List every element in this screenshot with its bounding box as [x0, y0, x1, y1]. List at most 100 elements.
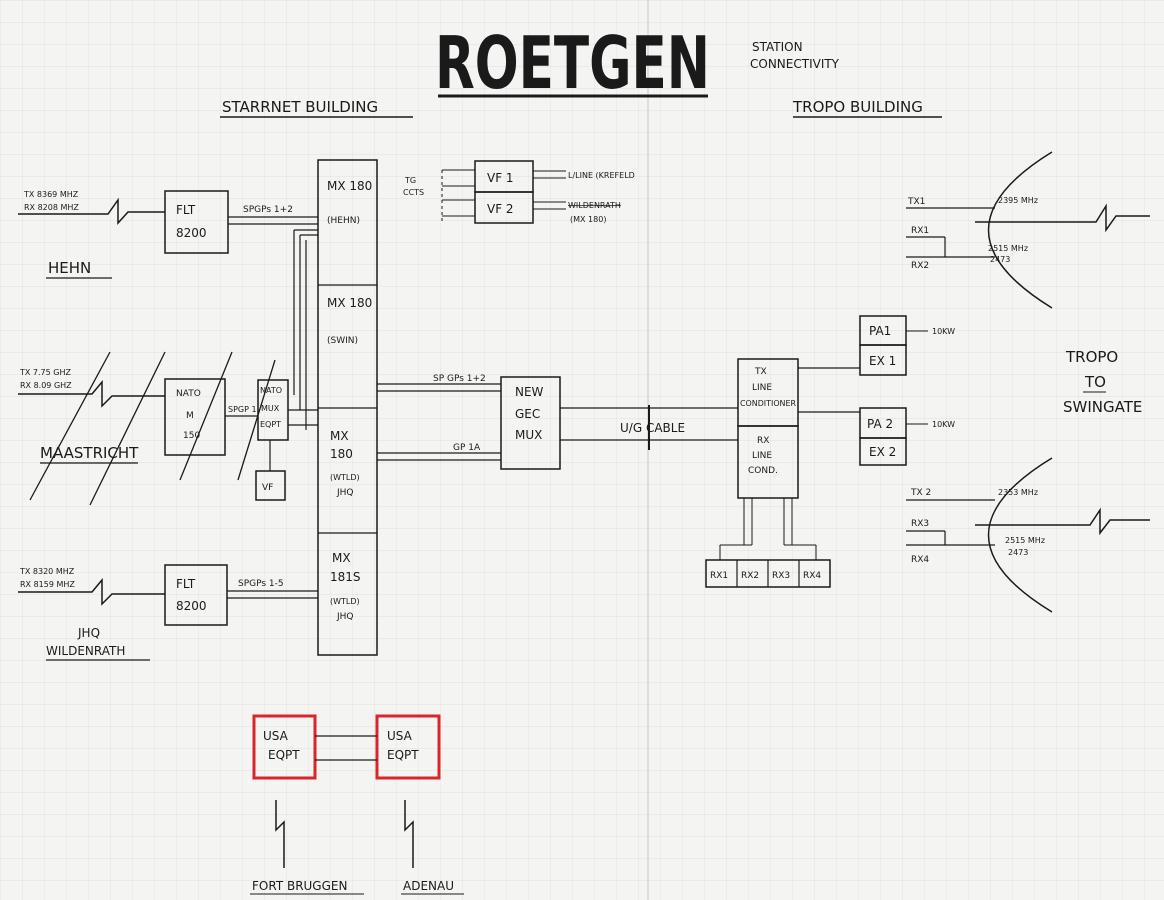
tropo-freq-tx1: 2395 MHz	[998, 196, 1038, 205]
tropo-to-line2: TO	[1084, 373, 1106, 391]
page-subtitle-line2: CONNECTIVITY	[750, 57, 840, 71]
nato-mux-line1: NATO	[260, 386, 282, 395]
gec-line1: NEW	[515, 385, 544, 399]
mx181s-line2: 181S	[330, 570, 361, 584]
usa-left-line1: USA	[263, 729, 289, 743]
rx-unit-1: RX1	[710, 571, 728, 581]
nato-mux-line3: EQPT	[260, 420, 281, 429]
tropo-rx1: RX1	[911, 226, 929, 236]
tropo-rx3: RX3	[911, 519, 929, 529]
gec-mux-box	[500, 376, 561, 470]
rx-line-2: LINE	[752, 451, 772, 461]
tg-ccts-line1: TG	[404, 176, 416, 185]
tropo-to-line1: TROPO	[1065, 348, 1118, 366]
rx-line-cond-box	[737, 425, 799, 499]
vf2-label: VF 2	[487, 202, 514, 216]
tg-ccts-line2: CCTS	[403, 188, 424, 197]
mx180-jhq-line3: (WTLD)	[330, 473, 360, 482]
tropo-freq-rx-b: 2473	[990, 255, 1010, 264]
tropo-antenna-1-dish	[987, 151, 1053, 309]
ex2-box	[859, 437, 907, 466]
hehn-group-label: SPGPs 1+2	[243, 205, 293, 215]
nato-line2: M	[186, 411, 194, 421]
adenau-label: ADENAU	[403, 879, 454, 893]
usa-eqpt-left-highlight	[252, 714, 317, 780]
adenau-radio-link	[404, 800, 414, 868]
tx-line-1: TX	[754, 367, 767, 377]
nato-line1: NATO	[176, 389, 201, 399]
flt-top-line2: 8200	[176, 226, 207, 240]
mx180-swin-line2: (SWIN)	[327, 336, 358, 346]
mx180-swin-line1: MX 180	[327, 296, 372, 310]
nato-mux-line2: MUX	[261, 404, 280, 413]
mx180-hehn-line2: (HEHN)	[327, 216, 360, 226]
usa-eqpt-right-highlight	[375, 714, 441, 780]
wildenrath-rx-freq: RX 8159 MHZ	[20, 580, 75, 589]
pa2-label: PA 2	[867, 417, 893, 431]
tx-line-2: LINE	[752, 383, 772, 393]
vf1-destination: L/LINE (KREFELD	[568, 171, 635, 180]
fort-bruggen-radio-link	[275, 800, 285, 868]
flt-bottom-line1: FLT	[176, 577, 196, 591]
vf1-label: VF 1	[487, 171, 514, 185]
tropo-tx1: TX1	[907, 197, 925, 207]
ex1-label: EX 1	[869, 354, 896, 368]
maastricht-site-label: MAASTRICHT	[40, 444, 139, 462]
tropo-building-label: TROPO BUILDING	[792, 98, 923, 116]
pa1-power: 10KW	[932, 327, 955, 336]
rx-line-3: COND.	[748, 466, 778, 476]
wildenrath-group-label: SPGPs 1-5	[238, 579, 284, 589]
tropo-freq-rx-c: 2515 MHz	[1005, 536, 1045, 545]
flt-bottom-line2: 8200	[176, 599, 207, 613]
nato-m150-box	[164, 378, 226, 456]
maastricht-tx-freq: TX 7.75 GHZ	[19, 368, 71, 377]
ex1-box	[859, 344, 907, 376]
mx181s-line1: MX	[332, 551, 351, 565]
fort-bruggen-label: FORT BRUGGEN	[252, 879, 347, 893]
tropo-rx2: RX2	[911, 261, 929, 271]
strike-1	[29, 351, 111, 501]
wildenrath-tx-freq: TX 8320 MHZ	[19, 567, 75, 576]
hehn-radio-link	[18, 197, 165, 225]
nato-mux-box	[257, 379, 289, 441]
tropo-tx2: TX 2	[910, 488, 931, 498]
nato-line3: 150	[183, 431, 200, 441]
rx-unit-3: RX3	[772, 571, 790, 581]
vf2-box	[474, 191, 534, 224]
pa2-power: 10KW	[932, 420, 955, 429]
vf2-destination-struck: WILDENRATH	[568, 201, 621, 210]
wildenrath-site-label-2: WILDENRATH	[46, 644, 125, 658]
tropo-antenna-2-dish	[987, 457, 1053, 613]
tx-line-3: CONDITIONER	[740, 399, 796, 408]
gp1a-label: GP 1A	[453, 443, 481, 453]
tropo-beam-2	[975, 507, 1150, 536]
starrnet-building-label: STARRNET BUILDING	[222, 98, 378, 116]
tropo-to-line3: SWINGATE	[1063, 398, 1142, 416]
gec-group-label: SP GPs 1+2	[433, 374, 486, 384]
mx180-jhq-line4: JHQ	[336, 488, 354, 498]
pa1-label: PA1	[869, 324, 891, 338]
page-title: ROETGEN	[435, 21, 710, 105]
rx-line-1: RX	[757, 436, 769, 446]
maastricht-rx-freq: RX 8.09 GHZ	[20, 381, 72, 390]
maastricht-group-label: SPGP 1	[228, 405, 257, 414]
vf-label: VF	[262, 483, 273, 493]
tropo-freq-rx-d: 2473	[1008, 548, 1028, 557]
maastricht-radio-link	[18, 379, 165, 408]
cable-label: U/G CABLE	[620, 421, 685, 435]
tropo-rx4: RX4	[911, 555, 929, 565]
ex2-label: EX 2	[869, 445, 896, 459]
tropo-beam-1	[975, 203, 1150, 233]
usa-left-line2: EQPT	[268, 748, 300, 762]
strike-3	[179, 351, 233, 481]
strike-2	[89, 351, 166, 506]
gec-line3: MUX	[515, 428, 542, 442]
mx181s-line3: (WTLD)	[330, 597, 360, 606]
vf2-destination: (MX 180)	[570, 215, 606, 224]
gec-line2: GEC	[515, 407, 540, 421]
hehn-rx-freq: RX 8208 MHZ	[24, 203, 79, 212]
vf-box	[255, 470, 286, 501]
rx-unit-4: RX4	[803, 571, 821, 581]
page-subtitle-line1: STATION	[752, 40, 803, 54]
